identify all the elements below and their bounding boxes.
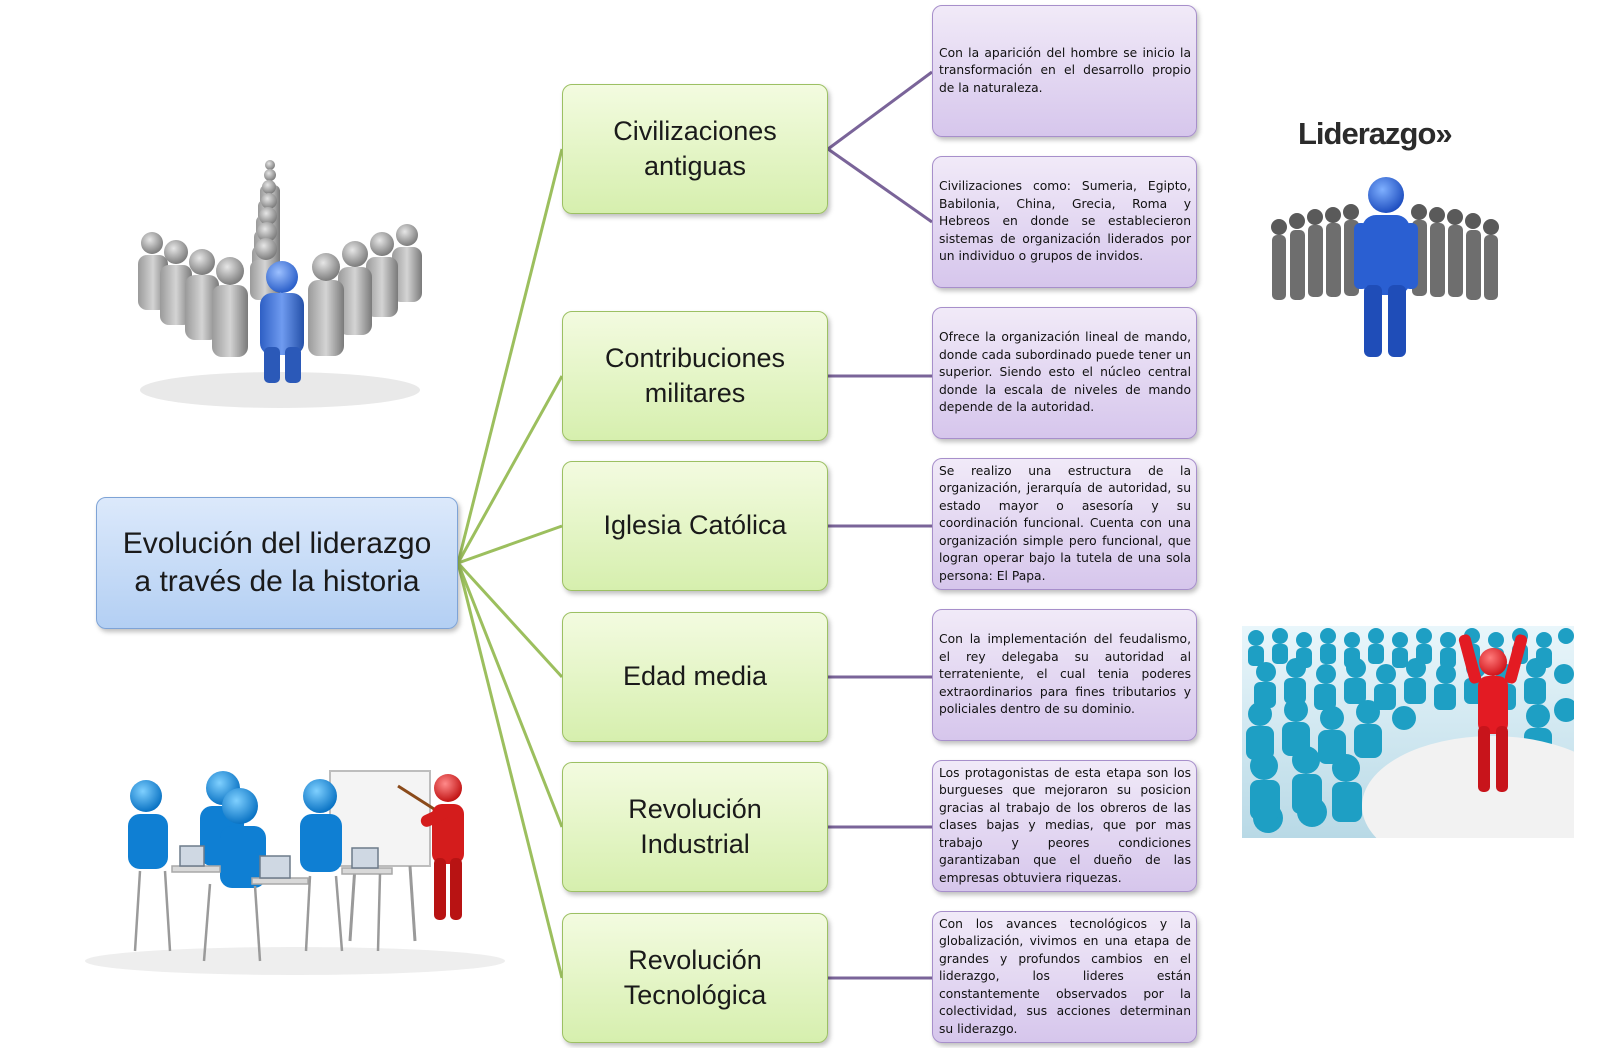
root-label-line1: Evolución del liderazgo <box>122 526 432 560</box>
category-label: Edad media <box>622 661 768 692</box>
category-node-rev-tecnologica: Revolución Tecnológica <box>562 913 828 1043</box>
desks-with-laptops <box>133 845 393 962</box>
description-node-4: Se realizo una estructura de la organiza… <box>932 458 1197 590</box>
category-label: Revolución <box>628 793 762 824</box>
description-node-1: Con la aparición del hombre se inicio la… <box>932 5 1197 137</box>
red-teacher-figure <box>397 774 464 920</box>
blue-leader-figure <box>260 261 304 383</box>
description-node-5: Con la implementación del feudalismo, el… <box>932 609 1197 741</box>
category-label: Industrial <box>640 829 750 859</box>
connector-cat1-desc2 <box>827 147 933 224</box>
connector-root-cat2 <box>456 375 564 564</box>
root-label-line2: a través de la historia <box>134 565 420 598</box>
description-text: Con la implementación del feudalismo, el… <box>939 632 1191 717</box>
description-node-3: Ofrece la organización lineal de mando, … <box>932 307 1197 439</box>
classroom-illustration <box>85 770 505 975</box>
category-label: antiguas <box>643 151 747 181</box>
category-label: Revolución <box>628 944 762 975</box>
figure-right-wing <box>308 224 422 356</box>
category-label: Iglesia Católica <box>603 510 787 541</box>
description-text: Ofrece la organización lineal de mando, … <box>939 330 1191 415</box>
connector-cat1-desc1 <box>827 70 933 151</box>
category-node-rev-industrial: Revolución Industrial <box>562 762 828 892</box>
arrow-crowd-illustration <box>138 160 422 408</box>
liderazgo-title: Liderazgo» <box>1298 116 1453 152</box>
description-connectors <box>827 70 933 980</box>
connector-root-cat1 <box>456 148 564 564</box>
description-text: Con la aparición del hombre se inicio la… <box>939 45 1191 95</box>
category-node-civilizaciones: Civilizaciones antiguas <box>562 84 828 214</box>
category-label: Tecnológica <box>623 980 767 1010</box>
root-node: Evolución del liderazgo a través de la h… <box>96 497 458 629</box>
category-label: militares <box>644 378 746 408</box>
category-label: Civilizaciones <box>613 115 777 146</box>
blue-leader-figure <box>1354 177 1418 357</box>
category-node-iglesia: Iglesia Católica <box>562 461 828 591</box>
student-figures <box>128 771 342 888</box>
description-node-6: Los protagonistas de esta etapa son los … <box>932 760 1197 892</box>
description-node-7: Con los avances tecnológicos y la global… <box>932 911 1197 1043</box>
category-label: Contribuciones <box>604 342 786 373</box>
connector-root-cat3 <box>457 524 563 565</box>
description-text: Se realizo una estructura de la organiza… <box>939 463 1191 583</box>
crowd-leader-illustration <box>1242 626 1574 838</box>
description-text: Los protagonistas de esta etapa son los … <box>939 765 1191 885</box>
red-leader-figure <box>1458 634 1528 792</box>
figure-left-wing <box>138 232 248 357</box>
category-node-edad-media: Edad media <box>562 612 828 742</box>
white-podium <box>1362 736 1574 838</box>
description-text: Civilizaciones como: Sumeria, Egipto, Ba… <box>939 179 1191 264</box>
leader-and-group-illustration <box>1271 177 1499 357</box>
category-node-militares: Contribuciones militares <box>562 311 828 441</box>
description-text: Con los avances tecnológicos y la global… <box>939 916 1191 1036</box>
connector-root-cat4 <box>456 561 564 679</box>
description-node-2: Civilizaciones como: Sumeria, Egipto, Ba… <box>932 156 1197 288</box>
liderazgo-title-text: Liderazgo» <box>1298 116 1453 151</box>
